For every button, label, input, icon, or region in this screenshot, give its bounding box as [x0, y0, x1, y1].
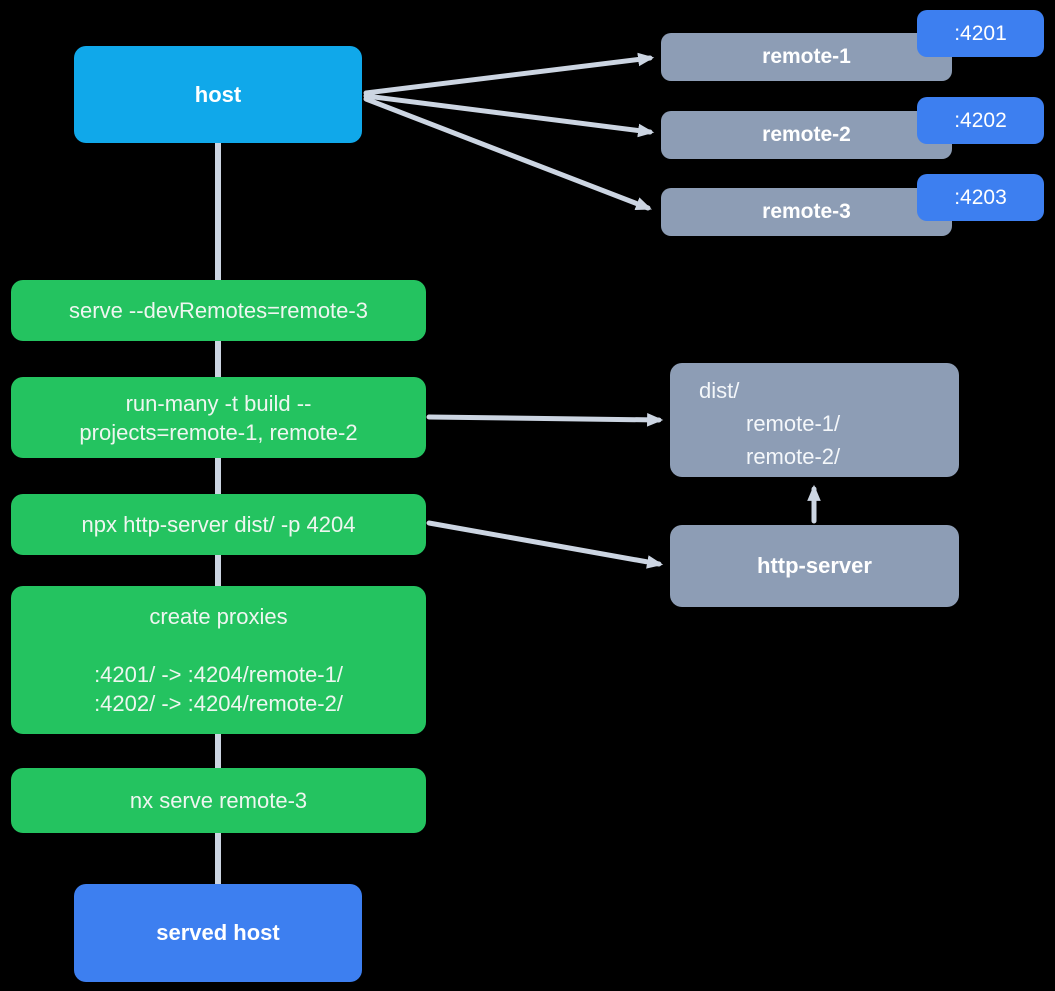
step-line: run-many -t build --: [125, 390, 312, 416]
step-npx-http-server: npx http-server dist/ -p 4204: [11, 494, 426, 555]
arrow-http-server-cmd-to-http-server: [426, 520, 664, 569]
step-line: projects=remote-1, remote-2: [79, 419, 358, 445]
port-badge-4203: :4203: [917, 174, 1044, 221]
step-line: :4201/ -> :4204/remote-1/: [94, 662, 343, 687]
step-line: serve --devRemotes=remote-3: [69, 298, 368, 323]
step-line: npx http-server dist/ -p 4204: [81, 512, 356, 537]
node-http-server: http-server: [670, 525, 959, 607]
step-line: :4202/ -> :4204/remote-2/: [94, 691, 343, 716]
node-served-host: served host: [74, 884, 362, 982]
arrow-host-to-remote-2: [363, 93, 655, 138]
remote-2-label: remote-2: [762, 123, 851, 146]
step-nx-serve-remote-3: nx serve remote-3: [11, 768, 426, 833]
step-line: create proxies: [149, 604, 288, 629]
port-4203-label: :4203: [954, 185, 1007, 209]
step-line: nx serve remote-3: [129, 788, 308, 813]
port-4201-label: :4201: [954, 21, 1007, 45]
remote-1-label: remote-1: [762, 45, 851, 68]
node-remote-2: remote-2: [661, 111, 952, 159]
http-server-label: http-server: [757, 553, 872, 578]
remote-3-label: remote-3: [762, 200, 851, 223]
served-host-label: served host: [156, 920, 280, 945]
node-remote-3: remote-3: [661, 188, 952, 236]
arrow-host-to-remote-3: [363, 96, 652, 211]
arrow-host-to-remote-1: [363, 52, 655, 96]
step-serve-dev-remotes: serve --devRemotes=remote-3: [11, 280, 426, 341]
dist-folder-line: remote-1/: [746, 411, 841, 436]
port-4202-label: :4202: [954, 108, 1007, 132]
port-badge-4202: :4202: [917, 97, 1044, 144]
node-host: host: [74, 46, 362, 143]
dist-folder-line: remote-2/: [746, 444, 841, 469]
node-remote-1: remote-1: [661, 33, 952, 81]
arrow-run-many-to-dist: [426, 413, 664, 427]
host-label: host: [194, 81, 242, 107]
dist-folder-line: dist/: [699, 378, 740, 403]
step-run-many-build: run-many -t build -- projects=remote-1, …: [11, 377, 426, 458]
step-create-proxies: create proxies :4201/ -> :4204/remote-1/…: [11, 586, 426, 734]
node-dist-folder: dist/ remote-1/ remote-2/: [670, 363, 959, 477]
port-badge-4201: :4201: [917, 10, 1044, 57]
